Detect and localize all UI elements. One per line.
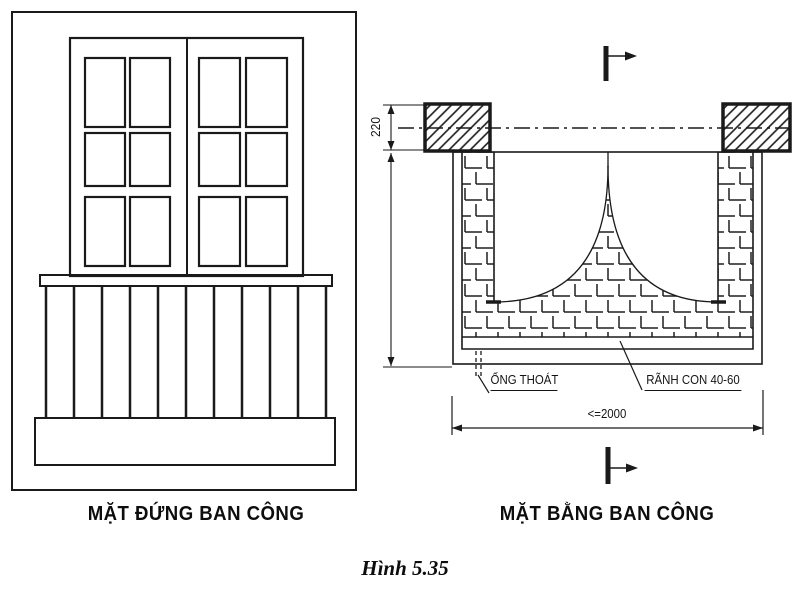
leader-gutter <box>619 340 643 391</box>
dimension-220-label: 220 <box>368 117 383 137</box>
drain-pipe-label: ỐNG THOÁT <box>490 373 558 391</box>
balusters <box>44 286 328 418</box>
balcony-slab <box>34 417 336 466</box>
plan-view-label: MẶT BẰNG BAN CÔNG <box>499 503 715 525</box>
leader-drain-pipe <box>477 374 490 394</box>
section-cut-marker-bottom <box>605 447 638 484</box>
elevation-drawing <box>11 11 357 491</box>
dimension-220-lines <box>383 104 426 151</box>
dimension-2000-lines <box>451 390 764 435</box>
wall-outline <box>11 11 357 491</box>
balcony-railing <box>34 274 336 466</box>
dimension-depth-lines <box>383 153 452 368</box>
plan-drawing <box>383 46 796 484</box>
plan-inner-edge <box>461 152 754 350</box>
figure-caption: Hình 5.35 <box>361 556 449 580</box>
window-panes <box>83 56 289 268</box>
gutter-label: RÃNH CON 40-60 <box>644 373 742 391</box>
slope-curve-right <box>607 165 719 303</box>
plan-outer-edge <box>452 151 763 365</box>
section-cut-marker-top <box>603 46 637 81</box>
slope-curve-left <box>493 165 609 303</box>
floor-flat-region <box>494 152 718 302</box>
elevation-view-label: MẶT ĐỨNG BAN CÔNG <box>87 503 305 525</box>
dimension-2000-label: <=2000 <box>587 406 627 421</box>
window-frame <box>68 36 305 278</box>
